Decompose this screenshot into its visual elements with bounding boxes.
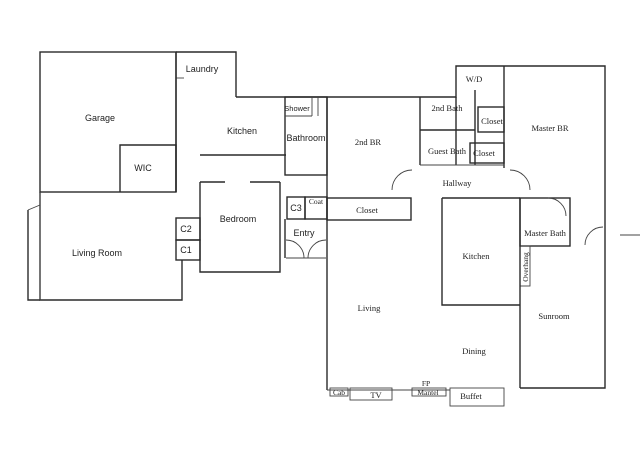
- label-living-room: Living Room: [72, 248, 122, 258]
- label-wic: WIC: [134, 163, 152, 173]
- label-wd: W/D: [466, 74, 483, 84]
- label-master-bath: Master Bath: [524, 228, 567, 238]
- label-c2: C2: [180, 224, 192, 234]
- label-fp: FP: [422, 379, 430, 388]
- label-c1: C1: [180, 245, 192, 255]
- label-closet-hall: Closet: [356, 205, 378, 215]
- label-guest-bath: Guest Bath: [428, 146, 467, 156]
- label-bedroom: Bedroom: [220, 214, 257, 224]
- label-kitchen-left: Kitchen: [227, 126, 257, 136]
- label-c3: C3: [290, 203, 302, 213]
- label-sunroom: Sunroom: [538, 311, 570, 321]
- label-shower: Shower: [284, 104, 310, 113]
- label-master-br: Master BR: [531, 123, 568, 133]
- label-living: Living: [358, 303, 381, 313]
- label-dining: Dining: [462, 346, 486, 356]
- label-coat: Coat: [309, 197, 324, 206]
- label-cab: Cab: [333, 388, 345, 397]
- label-buffet: Buffet: [460, 391, 482, 401]
- left-unit-walls: [27, 51, 328, 301]
- label-2nd-bath: 2nd Bath: [432, 103, 464, 113]
- label-entry: Entry: [293, 228, 315, 238]
- label-closet-guest: Closet: [473, 148, 495, 158]
- label-garage: Garage: [85, 113, 115, 123]
- label-mantel: Mantel: [417, 388, 438, 397]
- label-2nd-br: 2nd BR: [355, 137, 382, 147]
- right-unit-walls: [326, 65, 640, 407]
- room-labels: Garage Laundry Kitchen Shower Bathroom W…: [72, 64, 570, 401]
- label-kitchen-right: Kitchen: [463, 251, 491, 261]
- label-closet-master: Closet: [481, 116, 503, 126]
- label-tv: TV: [370, 390, 382, 400]
- label-laundry: Laundry: [186, 64, 219, 74]
- label-hallway: Hallway: [443, 178, 473, 188]
- label-bathroom: Bathroom: [286, 133, 325, 143]
- label-overhang: Overhang: [521, 252, 530, 282]
